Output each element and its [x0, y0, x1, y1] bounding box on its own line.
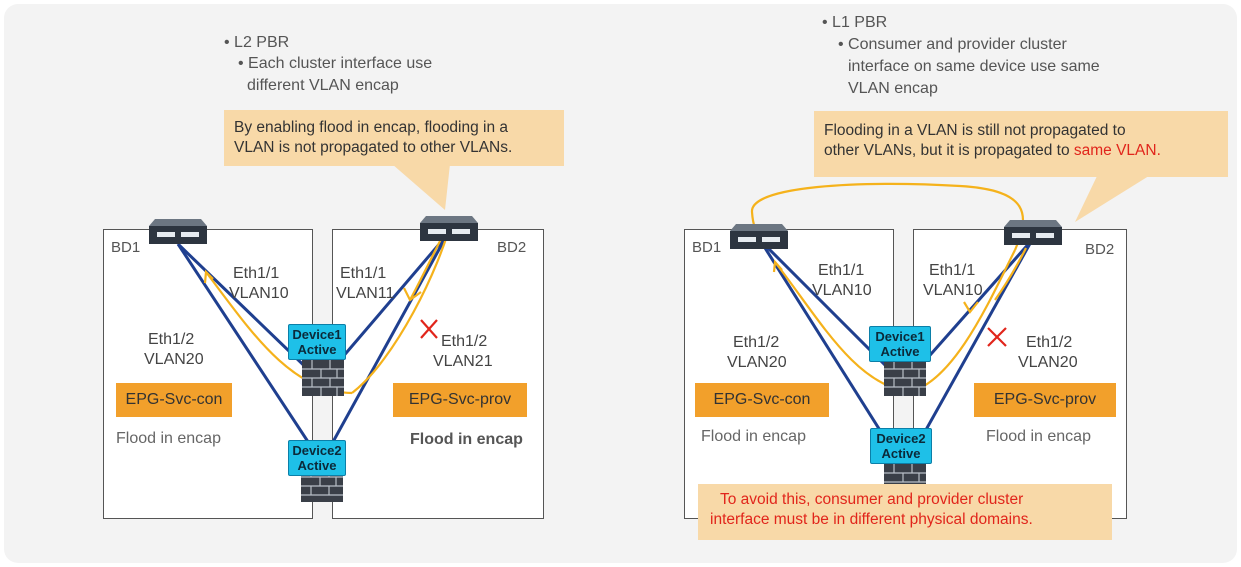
left-if-prov1: Eth1/1 VLAN11 — [336, 264, 394, 304]
right-if-prov2-vlan: VLAN20 — [1018, 354, 1078, 371]
left-flood-con: Flood in encap — [116, 430, 221, 447]
left-if-con2: Eth1/2 VLAN20 — [144, 330, 204, 370]
left-if-con2-port: Eth1/2 — [148, 331, 195, 348]
right-device2-state: Active — [881, 446, 921, 461]
right-switch-bd2-icon — [1002, 218, 1064, 248]
right-callout-line2-text: other VLANs, but it is propagated to — [824, 142, 1074, 159]
left-if-con1: Eth1/1 VLAN10 — [229, 264, 289, 304]
right-if-con1: Eth1/1 VLAN10 — [812, 261, 872, 301]
right-bd1-label: BD1 — [692, 239, 722, 256]
right-epg-prov: EPG-Svc-prov — [974, 383, 1116, 417]
left-flood-prov: Flood in encap — [410, 431, 523, 448]
left-callout: By enabling flood in encap, flooding in … — [224, 110, 564, 166]
left-bd1-box — [103, 229, 313, 519]
left-bd2-box — [332, 229, 544, 519]
left-if-prov2-vlan: VLAN21 — [433, 353, 493, 370]
right-bullet-title: • L1 PBR — [822, 14, 888, 31]
right-switch-bd1-icon — [728, 222, 790, 252]
right-device2-label: Device2 Active — [870, 428, 932, 464]
right-device2-name: Device2 — [876, 431, 926, 446]
right-warning-note: To avoid this, consumer and provider clu… — [698, 484, 1112, 540]
left-device2-state: Active — [297, 458, 337, 473]
left-device2-label: Device2 Active — [288, 440, 346, 476]
left-epg-prov: EPG-Svc-prov — [393, 383, 527, 417]
left-if-con1-port: Eth1/1 — [233, 265, 280, 282]
left-device2-name: Device2 — [292, 443, 342, 458]
right-if-con2-vlan: VLAN20 — [727, 354, 787, 371]
right-if-prov2: Eth1/2 VLAN20 — [1018, 333, 1078, 373]
right-if-prov1-vlan: VLAN10 — [923, 282, 983, 299]
right-callout-line2: other VLANs, but it is propagated to sam… — [824, 141, 1218, 161]
left-if-prov1-port: Eth1/1 — [340, 265, 387, 282]
right-device1-name: Device1 — [875, 329, 925, 344]
right-bullet-sub3: VLAN encap — [848, 80, 938, 97]
right-callout: Flooding in a VLAN is still not propagat… — [814, 111, 1228, 177]
right-if-prov2-port: Eth1/2 — [1026, 334, 1073, 351]
left-epg-con: EPG-Svc-con — [116, 383, 232, 417]
left-device1-state: Active — [297, 342, 337, 357]
left-bullet-sub1: • Each cluster interface use — [238, 55, 433, 72]
right-warning-line1: To avoid this, consumer and provider clu… — [720, 491, 1024, 508]
left-if-prov1-vlan: VLAN11 — [336, 285, 395, 302]
right-callout-red: same VLAN. — [1073, 142, 1161, 159]
right-bd1-box — [684, 229, 894, 519]
left-switch-bd1-icon — [147, 217, 209, 247]
left-if-con1-vlan: VLAN10 — [229, 285, 289, 302]
right-firewall1-icon — [884, 360, 926, 396]
right-if-con1-vlan: VLAN10 — [812, 282, 872, 299]
right-firewall2-icon — [884, 464, 926, 486]
right-warning-line2: interface must be in different physical … — [710, 511, 1033, 528]
left-if-prov2: Eth1/2 VLAN21 — [433, 332, 493, 372]
left-switch-bd2-icon — [418, 214, 480, 244]
left-device1-label: Device1 Active — [288, 324, 346, 360]
left-callout-line2: VLAN is not propagated to other VLANs. — [234, 139, 513, 156]
right-bullet-sub1: • Consumer and provider cluster — [838, 36, 1067, 53]
left-if-prov2-port: Eth1/2 — [441, 333, 488, 350]
left-callout-line1: By enabling flood in encap, flooding in … — [234, 119, 509, 136]
left-firewall1-icon — [302, 360, 344, 396]
right-device1-state: Active — [880, 344, 920, 359]
left-bd2-label: BD2 — [497, 239, 527, 256]
left-bd1-label: BD1 — [111, 239, 141, 256]
right-bd2-label: BD2 — [1085, 241, 1115, 258]
right-flood-con: Flood in encap — [701, 428, 806, 445]
right-if-con1-port: Eth1/1 — [818, 262, 865, 279]
left-bullet-title: • L2 PBR — [224, 34, 290, 51]
right-if-con2-port: Eth1/2 — [733, 334, 780, 351]
right-bullet-sub2: interface on same device use same — [848, 58, 1100, 75]
left-device1-name: Device1 — [292, 327, 342, 342]
right-device1-label: Device1 Active — [869, 326, 931, 362]
right-callout-line1: Flooding in a VLAN is still not propagat… — [824, 122, 1126, 139]
right-if-prov1: Eth1/1 VLAN10 — [923, 261, 983, 301]
right-flood-prov: Flood in encap — [986, 428, 1091, 445]
right-if-prov1-port: Eth1/1 — [929, 262, 976, 279]
right-epg-con: EPG-Svc-con — [695, 383, 829, 417]
left-if-con2-vlan: VLAN20 — [144, 351, 204, 368]
right-if-con2: Eth1/2 VLAN20 — [727, 333, 787, 373]
left-bullet-sub2: different VLAN encap — [247, 77, 399, 94]
